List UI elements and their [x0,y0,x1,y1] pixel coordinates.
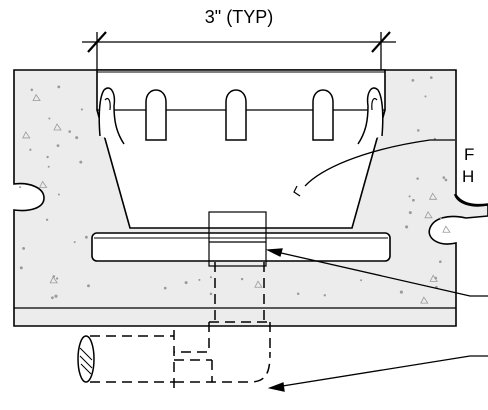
aggregate-stone [22,131,31,139]
aggregate-dot [68,130,71,133]
aggregate-dot [45,218,49,221]
aggregate-dot [240,277,244,281]
aggregate-dot [46,155,49,159]
aggregate-dot [55,277,59,280]
aggregate-dot [408,195,411,198]
aggregate-dot [54,294,58,298]
aggregate-dot [444,178,448,182]
aggregate-dot [416,177,419,180]
aggregate-dot [79,160,83,164]
concrete-aggregate-stipple [19,76,451,304]
pipe-cut-end [77,335,95,383]
aggregate-dot [429,76,433,79]
aggregate-dot [87,284,90,288]
aggregate-dot [73,241,76,244]
aggregate-stone [420,296,429,304]
leaders [265,139,488,392]
aggregate-dot [442,176,446,179]
aggregate-dot [22,246,26,250]
aggregate-dot [198,278,201,281]
aggregate-stone [428,192,438,200]
aggregate-dot [51,296,54,300]
aggregate-dot [48,117,51,120]
aggregate-dot [399,290,403,294]
aggregate-dot [360,279,363,282]
aggregate-dot [184,281,188,285]
aggregate-dot [438,260,442,264]
aggregate-stone [254,280,263,288]
aggregate-dot [412,198,415,202]
aggregate-stone [424,211,433,219]
aggregate-dot [57,193,60,196]
aggregate-stone [53,123,62,131]
aggregate-dot [417,129,420,132]
aggregate-stone [38,180,48,188]
aggregate-dot [30,88,34,92]
aggregate-dot [19,186,22,189]
aggregate-stone [429,274,438,282]
callout-line2: H [462,167,474,186]
aggregate-dot [408,211,412,215]
aggregate-dot [85,235,88,239]
aggregate-dot [209,292,213,296]
aggregate-dot [405,225,409,229]
funnel-hub [91,69,391,267]
aggregate-dot [75,136,79,140]
aggregate-dot [80,108,83,111]
aggregate-dot [163,286,167,290]
dimension-label: 3" (TYP) [205,7,273,27]
aggregate-dot [19,266,23,270]
callout-line1: F [464,145,474,164]
aggregate-stone [32,93,41,102]
aggregate-dot [439,216,442,220]
aggregate-stone [442,225,451,233]
aggregate-dot [209,276,212,279]
hub-slots [145,89,334,141]
aggregate-dot [57,85,61,89]
aggregate-dot [424,95,427,98]
aggregate-dot [323,294,327,297]
aggregate-dot [47,165,50,168]
aggregate-dot [56,144,60,148]
aggregate-stone [49,276,58,284]
aggregate-dot [411,79,415,82]
drain-pipe-hidden [90,262,271,390]
aggregate-dot [29,148,32,151]
aggregate-dot [296,292,300,296]
dimension-3in: 3" (TYP) [82,7,396,70]
